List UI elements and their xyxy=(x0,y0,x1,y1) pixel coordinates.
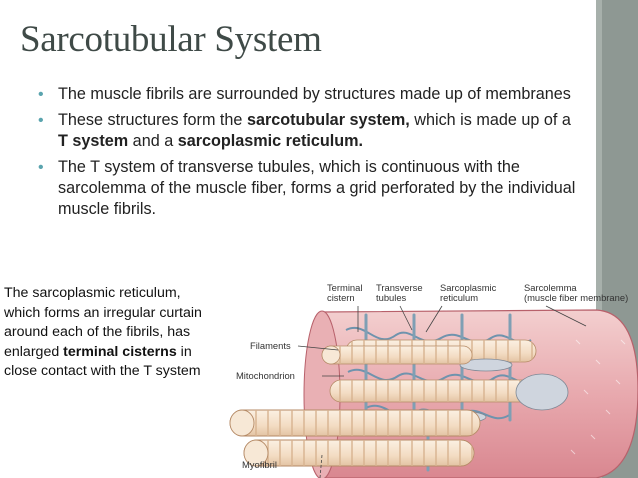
muscle-fiber-illustration xyxy=(229,305,638,478)
label-filaments: Filaments xyxy=(250,340,291,351)
myofibril-bundle xyxy=(229,339,569,467)
bullet-text: The muscle fibrils are surrounded by str… xyxy=(58,85,571,103)
bullet-icon: • xyxy=(38,86,44,103)
bullet-text: These structures form the sarcotubular s… xyxy=(58,111,571,150)
side-note: The sarcoplasmic reticulum, which forms … xyxy=(4,285,202,380)
sidebar-accent xyxy=(596,0,602,478)
label-myofibril: Myofibril xyxy=(242,459,277,470)
bullet-item: • These structures form the sarcotubular … xyxy=(38,110,583,152)
bullet-item: • The muscle fibrils are surrounded by st… xyxy=(38,84,583,105)
slide-title: Sarcotubular System xyxy=(20,19,322,60)
leader-lines xyxy=(297,305,587,478)
bullet-item: • The T system of transverse tubules, whi… xyxy=(38,157,583,220)
membrane-texture xyxy=(570,339,626,455)
bullet-icon: • xyxy=(38,159,44,176)
bullet-text: The T system of transverse tubules, whic… xyxy=(58,158,576,218)
label-mitochondrion: Mitochondrion xyxy=(236,370,295,381)
label-sarcolemma: Sarcolemma(muscle fiber membrane) xyxy=(524,282,629,303)
bullet-list: • The muscle fibrils are surrounded by st… xyxy=(38,84,583,225)
bullet-icon: • xyxy=(38,112,44,129)
